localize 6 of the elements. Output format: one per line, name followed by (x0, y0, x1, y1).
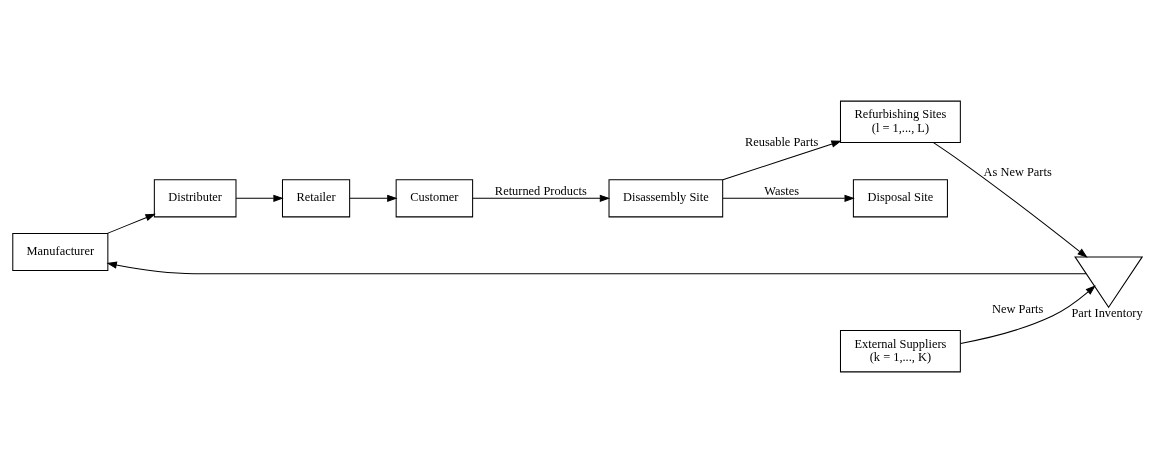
edge-label: Reusable Parts (744, 134, 819, 149)
edge-label: Wastes (764, 183, 799, 198)
edge-label: Returned Products (494, 183, 587, 198)
node-label: Part Inventory (1071, 305, 1143, 320)
edge-label: As New Parts (983, 164, 1052, 179)
edge-label: New Parts (992, 301, 1044, 316)
